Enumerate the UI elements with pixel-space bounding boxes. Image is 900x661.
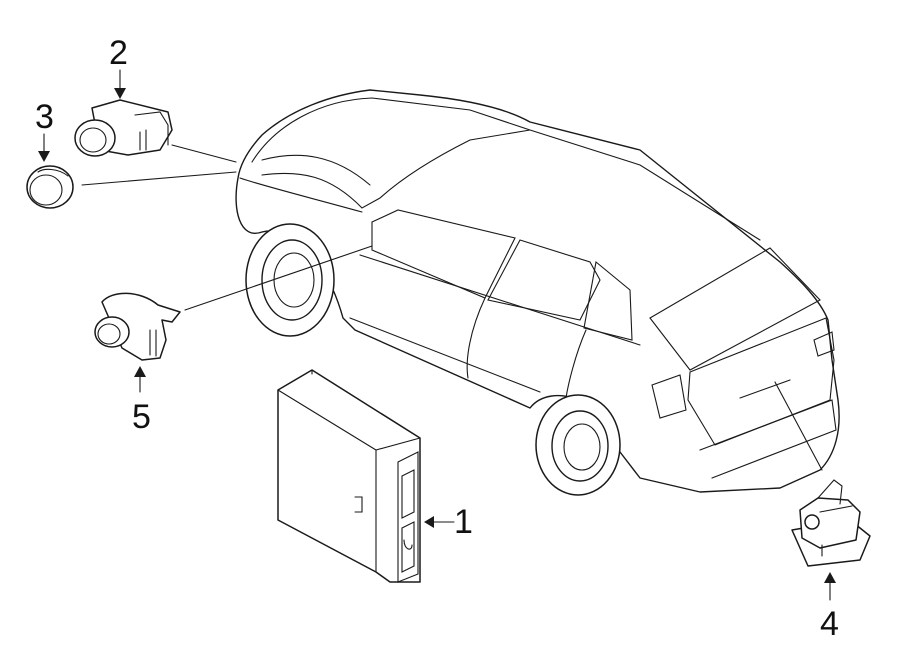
arrow-1 [424,516,455,528]
vehicle-beltline [359,254,641,346]
callout-label-4: 4 [820,605,839,643]
leader-line-3 [81,171,237,186]
vehicle-illustration [235,89,840,496]
vehicle-tailgate-handle [739,379,791,399]
vehicle-tail-lamp-left [651,374,687,419]
callout-label-3: 3 [35,98,54,136]
parking-sensor-with-bracket-part [74,99,173,157]
leader-lines [81,144,823,471]
callout-label-1: 1 [454,503,473,541]
vehicle-door-line-rear [565,329,587,399]
callout-numbers: 1 2 3 4 5 [35,34,839,643]
vehicle-hood-crease [261,154,371,186]
vehicle-quarter-window [583,260,633,341]
vehicle-front-window [371,209,516,299]
vehicle-rear-window [487,239,601,321]
front-sensor-with-retainer-part [94,292,181,361]
vehicle-door-line-front [466,297,486,379]
leader-line-2 [171,144,237,163]
vehicle-front-wheel [245,223,335,337]
vehicle-rear-glass [649,247,821,371]
vehicle-hood-line [239,177,363,213]
vehicle-tailgate [687,317,835,446]
leader-line-5 [184,245,373,311]
vehicle-rear-bumper [699,399,837,479]
vehicle-sill-line [349,317,541,393]
callout-label-5: 5 [132,398,151,436]
sensor-cap-part [26,165,74,209]
callout-arrows [38,69,836,601]
control-module-part [277,369,421,583]
rear-camera-part [791,479,871,567]
arrow-4 [824,572,836,601]
vehicle-windshield [261,129,531,209]
vehicle-tail-lamp-right [813,331,835,357]
arrow-3 [38,133,50,162]
vehicle-roof-line [251,97,761,241]
leader-line-4 [774,381,823,471]
arrow-2 [114,69,126,99]
vehicle-rear-wheel [535,394,621,496]
arrow-5 [134,366,146,393]
callout-label-2: 2 [109,34,128,72]
